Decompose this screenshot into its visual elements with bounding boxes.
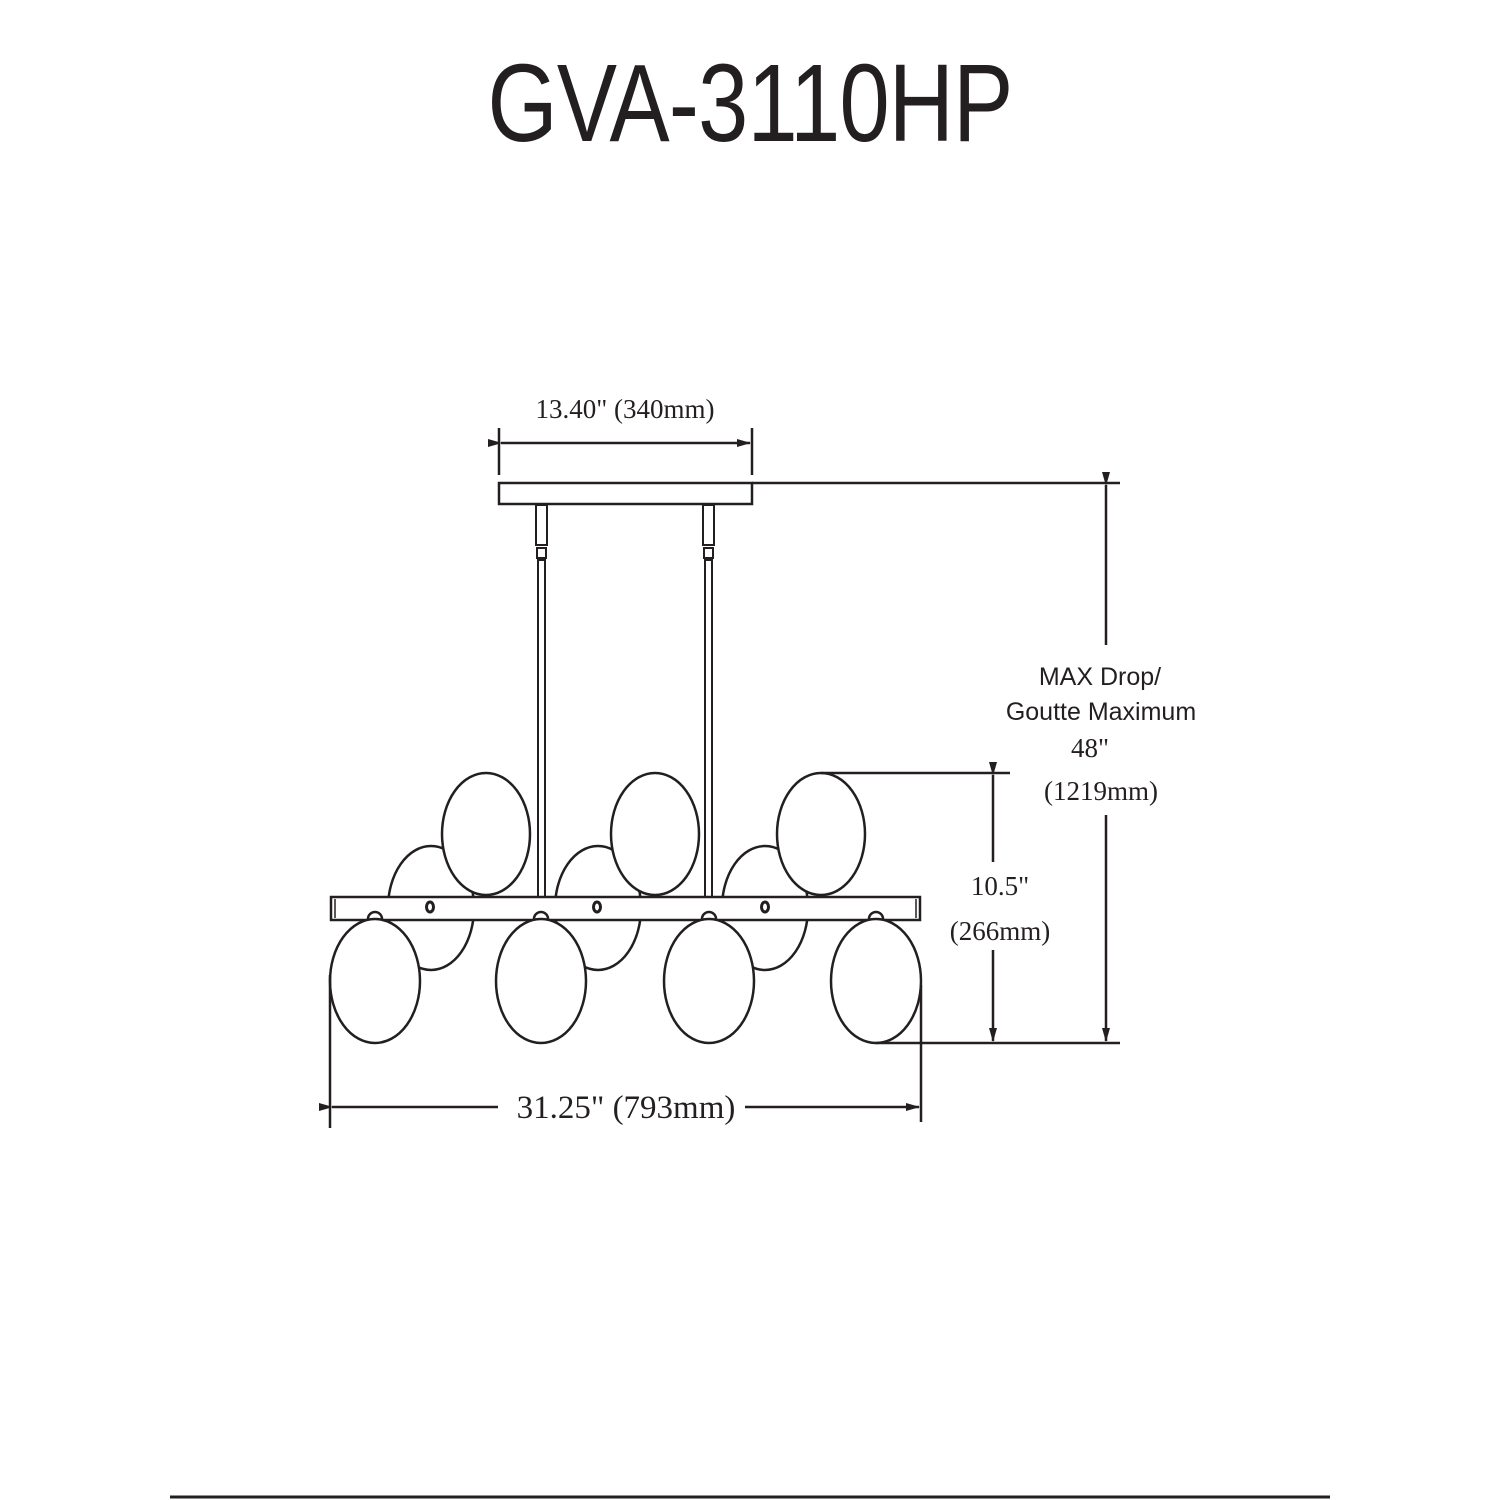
canopy	[497, 481, 754, 506]
canopy-width-label: 13.40" (340mm)	[535, 394, 714, 424]
max-drop-label-1: MAX Drop/	[1039, 663, 1161, 691]
fixture-bar	[329, 895, 922, 922]
bar-screws	[425, 900, 770, 914]
model-title: GVA-3110HP	[487, 42, 1014, 165]
upper-globes	[440, 771, 867, 905]
max-drop-inches: 48"	[1071, 733, 1109, 763]
height-mm: (266mm)	[950, 916, 1051, 946]
height-inches: 10.5"	[971, 871, 1029, 901]
overall-width-label: 31.25" (793mm)	[517, 1090, 736, 1126]
height-dimension	[821, 762, 1120, 1045]
lower-globes	[328, 910, 923, 1045]
overall-width-dimension	[319, 975, 923, 1128]
max-drop-label-2: Goutte Maximum	[1006, 698, 1196, 726]
max-drop-mm: (1219mm)	[1044, 776, 1158, 806]
canopy-width-dimension	[488, 428, 754, 475]
